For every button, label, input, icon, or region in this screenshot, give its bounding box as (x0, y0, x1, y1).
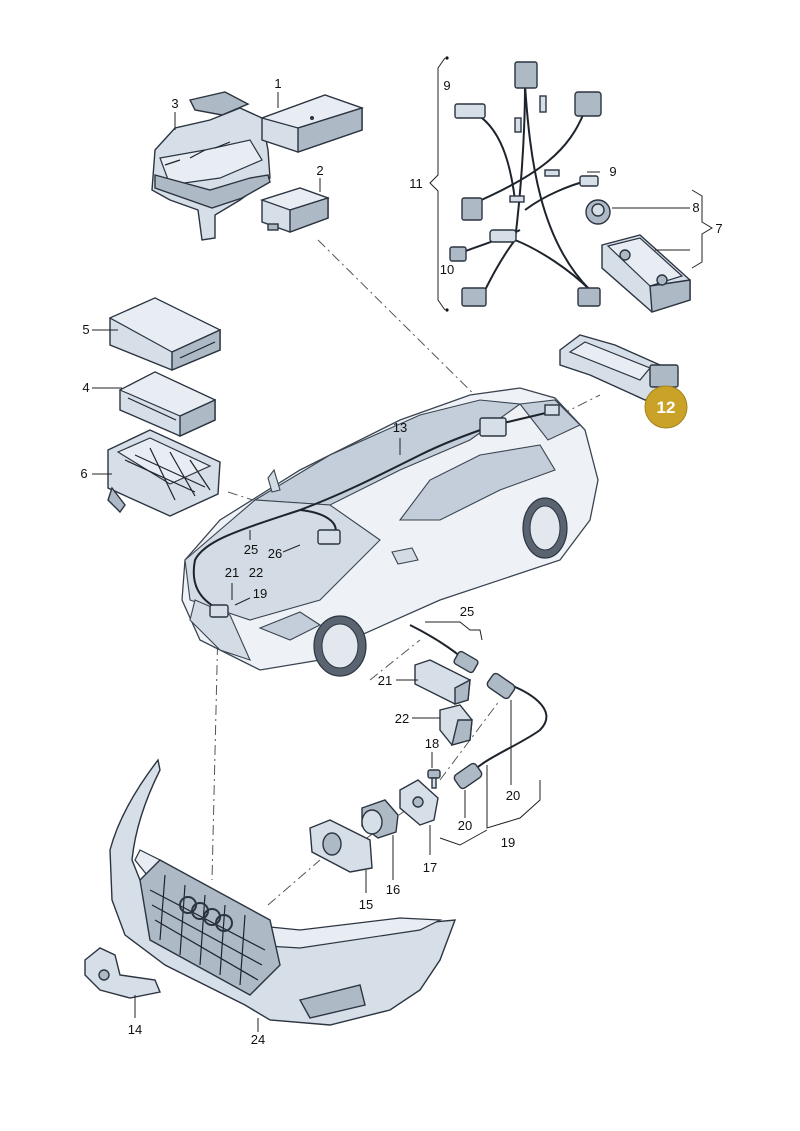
callout-9-right: 9 (609, 164, 616, 179)
part-8-sensor[interactable] (585, 199, 611, 225)
callout-3: 3 (171, 96, 178, 111)
part-24-front-bumper[interactable] (109, 758, 457, 1026)
part-2-module[interactable] (260, 187, 330, 234)
callout-8: 8 (692, 200, 699, 215)
callout-11: 11 (409, 176, 423, 191)
callout-25-car: 25 (244, 542, 258, 557)
part-22-clip[interactable] (439, 704, 473, 746)
callout-14: 14 (128, 1022, 142, 1037)
part-18-screw[interactable] (427, 769, 441, 789)
part-17-bracket[interactable] (399, 779, 439, 826)
part-7-housing[interactable] (601, 234, 691, 313)
callout-10: 10 (440, 262, 454, 277)
vehicle (181, 387, 599, 677)
callout-4: 4 (82, 380, 89, 395)
part-21-bracket[interactable] (414, 659, 471, 705)
callout-17: 17 (423, 860, 437, 875)
callout-20-left: 20 (458, 818, 472, 833)
callout-20-right: 20 (506, 788, 520, 803)
part-1-control-module[interactable] (260, 94, 364, 153)
callout-19-lower: 19 (501, 835, 515, 850)
callout-19-car: 19 (253, 586, 267, 601)
callout-18: 18 (425, 736, 439, 751)
callout-21-car: 21 (225, 565, 239, 580)
callout-16: 16 (386, 882, 400, 897)
callout-22-lower: 22 (395, 711, 409, 726)
callout-12-text: 12 (657, 398, 676, 417)
callout-15: 15 (359, 897, 373, 912)
callout-13: 13 (393, 420, 407, 435)
part-5-module[interactable] (108, 297, 222, 372)
callout-5: 5 (82, 322, 89, 337)
part-15-holder[interactable] (309, 819, 373, 873)
callout-2: 2 (316, 163, 323, 178)
callout-24: 24 (251, 1032, 265, 1047)
callout-9-top: 9 (443, 78, 450, 93)
callout-21-lower: 21 (378, 673, 392, 688)
part-13-car-harness[interactable] (192, 404, 560, 618)
callout-25-lower: 25 (460, 604, 474, 619)
part-6-tray[interactable] (107, 429, 221, 517)
part-14-bracket[interactable] (84, 947, 161, 999)
callout-12-highlight[interactable]: 12 (644, 385, 688, 429)
callout-26: 26 (268, 546, 282, 561)
part-16-sensor[interactable] (361, 799, 399, 839)
callout-6: 6 (80, 466, 87, 481)
callout-1: 1 (274, 76, 281, 91)
callout-22-car: 22 (249, 565, 263, 580)
part-3-fuse-carrier[interactable] (151, 91, 271, 241)
part-25-harness[interactable] (409, 624, 548, 790)
callout-labels: 1 2 3 4 5 6 7 8 9 9 10 11 13 14 15 16 17… (80, 76, 722, 1047)
part-4-module[interactable] (118, 371, 217, 438)
callout-7: 7 (715, 221, 722, 236)
part-11-wiring-harness[interactable] (449, 61, 602, 307)
leader-lines (92, 56, 713, 1032)
